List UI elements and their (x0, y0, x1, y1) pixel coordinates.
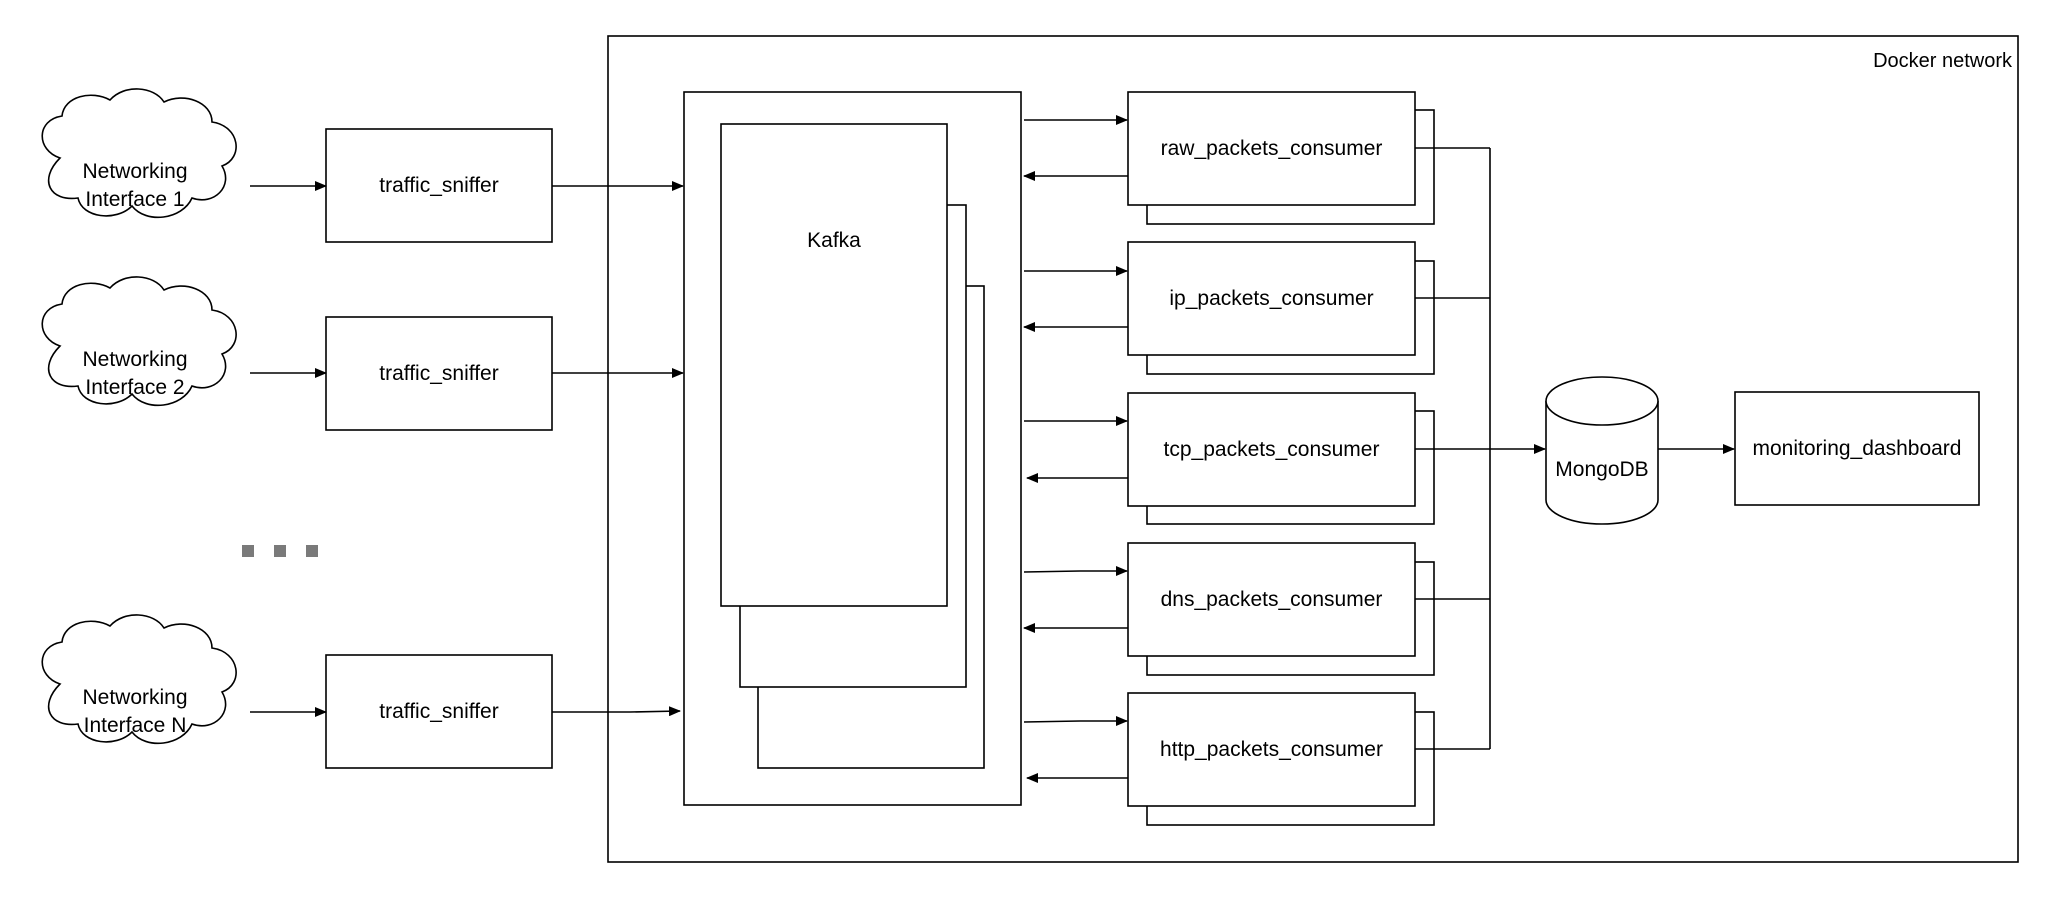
monitoring-dashboard-label: monitoring_dashboard (1752, 436, 1962, 460)
networking-interface-1-line2: Interface 1 (85, 188, 185, 211)
networking-interface-n-line1: Networking (82, 686, 188, 709)
kafka-label-text: Kafka (807, 229, 861, 252)
networking-interface-n-cloud (41, 614, 237, 745)
kafka-label: Kafka (721, 124, 947, 606)
networking-interface-1-label: Networking Interface 1 (45, 150, 225, 222)
http-packets-consumer-box (1127, 692, 1416, 807)
ip-packets-consumer-label: ip_packets_consumer (1169, 286, 1374, 310)
arrow-kafka-to-http-consumer (1023, 716, 1128, 726)
mongodb-label: MongoDB (1555, 458, 1649, 481)
tcp-packets-consumer-box (1127, 392, 1416, 507)
traffic-sniffer-1-label: traffic_sniffer (379, 173, 499, 197)
raw-packets-consumer-label: raw_packets_consumer (1160, 136, 1383, 160)
networking-interface-1-cloud (41, 88, 237, 219)
networking-interface-2-label: Networking Interface 2 (45, 338, 225, 410)
networking-interface-1-line1: Networking (82, 160, 188, 183)
http-packets-consumer-label: http_packets_consumer (1160, 737, 1383, 761)
kafka-container (683, 91, 1022, 806)
more-interfaces-ellipsis-icon (242, 545, 318, 557)
arrow-sniffer3-to-kafka (552, 706, 681, 717)
networking-interface-2-cloud (41, 276, 237, 407)
docker-network-boundary (607, 35, 2019, 863)
kafka-page-front (720, 123, 948, 607)
dns-packets-consumer-box (1127, 542, 1416, 657)
monitoring-dashboard-box (1734, 391, 1980, 506)
networking-interface-2-line1: Networking (82, 348, 188, 371)
tcp-packets-consumer-label: tcp_packets_consumer (1163, 437, 1380, 461)
arrow-kafka-to-dns-consumer (1023, 566, 1128, 576)
dns-packets-consumer-label: dns_packets_consumer (1160, 587, 1383, 611)
traffic-sniffer-2-label: traffic_sniffer (379, 361, 499, 385)
networking-interface-n-label: Networking Interface N (45, 676, 225, 748)
networking-interface-2-line2: Interface 2 (85, 376, 185, 399)
networking-interface-n-line2: Interface N (83, 714, 187, 737)
mongodb-cylinder (1545, 376, 1659, 525)
ip-packets-consumer-box (1127, 241, 1416, 356)
traffic-sniffer-3-label: traffic_sniffer (379, 699, 499, 723)
docker-network-label: Docker network (1873, 50, 2012, 72)
